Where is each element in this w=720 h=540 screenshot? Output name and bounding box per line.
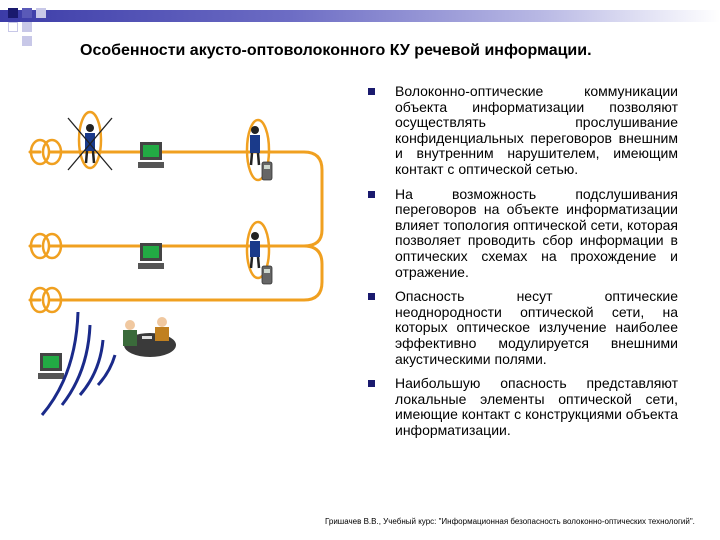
slide-title: Особенности акусто-оптоволоконного КУ ре… <box>80 42 592 59</box>
corner-square <box>22 8 32 18</box>
person-icon <box>249 126 261 166</box>
fiber-coil-icon <box>245 118 271 182</box>
computer-icon <box>138 243 164 269</box>
fiber-coil-icon <box>29 232 63 260</box>
fiber-line <box>48 244 324 302</box>
meeting-people-icon <box>123 317 176 357</box>
bullet-item: Волоконно-оптические коммуникации объект… <box>366 83 678 178</box>
corner-square <box>36 8 46 18</box>
bullet-marker <box>368 190 375 198</box>
corner-square <box>22 36 32 46</box>
bullet-marker <box>368 380 375 388</box>
bullet-item: Наибольшую опасность представляют локаль… <box>366 375 678 438</box>
footer-citation: Гришачев В.В., Учебный курс: "Информацио… <box>325 517 695 526</box>
bullet-item: На возможность подслушивания переговоров… <box>366 186 678 281</box>
bullet-list: Волоконно-оптические коммуникации объект… <box>366 83 678 447</box>
header-gradient-band <box>0 10 720 22</box>
computer-icon <box>138 142 164 168</box>
cross-mark-icon <box>67 117 113 171</box>
corner-square <box>22 22 32 32</box>
fiber-coil-icon <box>77 110 103 170</box>
bullet-item: Опасность несут оптические неоднородност… <box>366 288 678 367</box>
phone-icon <box>261 161 273 181</box>
person-icon <box>249 232 261 269</box>
bullet-marker <box>368 88 375 95</box>
fiber-network-diagram <box>28 110 324 416</box>
fiber-coil-icon <box>29 286 63 314</box>
corner-square <box>8 8 18 18</box>
fiber-coil-icon <box>29 138 63 166</box>
acoustic-waves-icon <box>40 311 117 416</box>
phone-icon <box>261 265 273 285</box>
fiber-coil-icon <box>245 220 271 280</box>
computer-icon <box>38 353 64 379</box>
person-icon <box>84 124 96 164</box>
bullet-marker <box>368 293 375 301</box>
fiber-line <box>48 150 324 248</box>
corner-square <box>8 22 18 32</box>
